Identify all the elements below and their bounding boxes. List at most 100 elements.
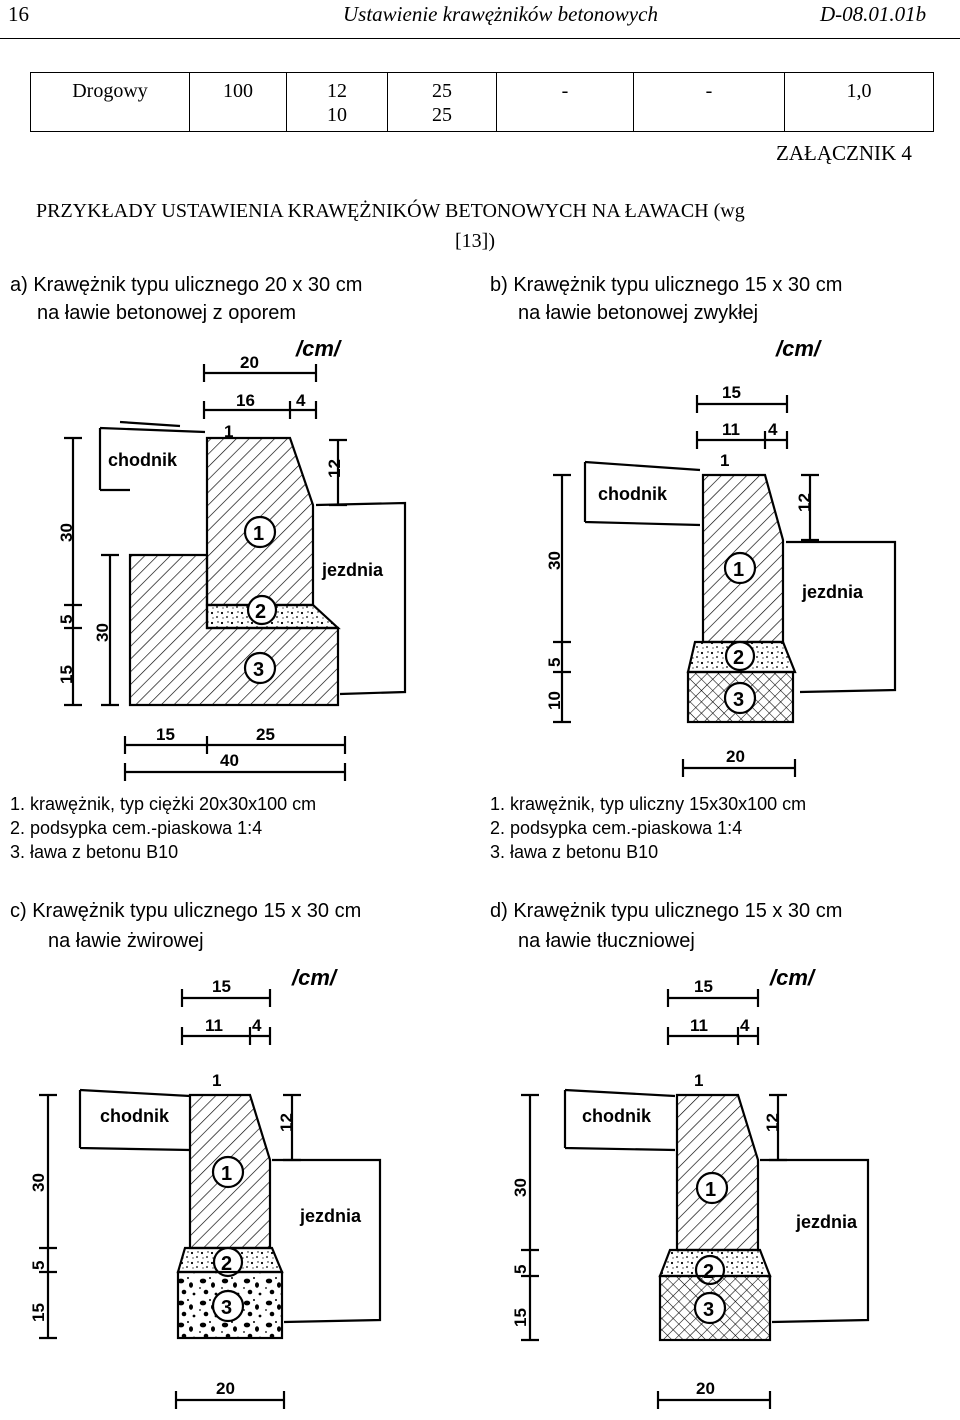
legend-b: 1. krawężnik, typ uliczny 15x30x100 cm 2… [490,792,806,864]
legend-item: 2. podsypka cem.-piaskowa 1:4 [10,818,263,838]
legend-item: 3. ława z betonu B10 [10,842,179,862]
table-cell: - [496,72,634,132]
layer-number: 3 [253,659,264,681]
dim-label: 1 [720,451,729,470]
dim-label: 15 [722,383,741,402]
dim-label: 1 [212,1071,221,1090]
dim-label: 4 [768,420,778,439]
dim-label: 30 [545,551,564,570]
drawing-b: /cm/ 15 11 4 1 chodnik 1 2 3 jezdnia 30 … [545,336,897,777]
unit-label: /cm/ [775,336,823,361]
sidewalk-label: chodnik [108,450,178,470]
sidewalk-label: chodnik [582,1106,652,1126]
dim-label: 30 [57,523,76,542]
dim-label: 5 [545,658,564,667]
dim-label: 40 [220,751,239,770]
dim-label: 15 [156,725,175,744]
dim-label: 4 [252,1016,262,1035]
dim-label: 25 [256,725,275,744]
dim-label: 15 [57,665,76,684]
dim-label: 30 [511,1178,530,1197]
dim-label: 5 [511,1265,530,1274]
dim-label: 11 [722,420,740,439]
caption-c-line2: na ławie żwirowej [48,930,204,952]
dim-label: 30 [93,623,112,642]
caption-b-line1: b) Krawężnik typu ulicznego 15 x 30 cm [490,274,843,296]
page-header: 16 Ustawienie krawężników betonowych D-0… [0,0,960,40]
drawing-a: /cm/ 20 16 4 1 chodnik 1 2 3 jezdnia 30 … [57,336,407,781]
dim-label: 12 [277,1113,296,1132]
legend-a: 1. krawężnik, typ ciężki 20x30x100 cm 2.… [10,792,316,864]
dim-label: 12 [325,459,344,478]
dim-label: 15 [29,1303,48,1322]
dim-label: 11 [690,1016,708,1035]
dim-label: 10 [545,691,564,710]
header-rule [0,38,960,39]
layer-number: 1 [253,523,264,545]
page-number: 16 [8,2,29,26]
roadway-label: jezdnia [795,1212,858,1232]
layer-number: 1 [733,559,744,581]
roadway-label: jezdnia [321,560,384,580]
layer-number: 3 [221,1297,232,1319]
layer-number: 3 [733,689,744,711]
legend-item: 1. krawężnik, typ ciężki 20x30x100 cm [10,794,317,814]
table-cell: Drogowy [30,72,190,132]
unit-label: /cm/ [291,965,339,990]
dim-label: 4 [740,1016,750,1035]
sidewalk-label: chodnik [100,1106,170,1126]
caption-a-line1: a) Krawężnik typu ulicznego 20 x 30 cm [10,274,363,296]
table-cell: 1,0 [784,72,934,132]
dim-label: 20 [216,1379,235,1398]
dim-label: 1 [694,1071,703,1090]
dim-label: 11 [205,1016,223,1035]
dim-label: 16 [236,391,255,410]
dim-label: 5 [57,615,76,624]
section-heading: PRZYKŁADY USTAWIENIA KRAWĘŻNIKÓW BETONOW… [36,200,745,222]
layer-number: 1 [221,1163,232,1185]
dim-label: 15 [511,1308,530,1327]
dim-label: 20 [240,353,259,372]
roadway-label: jezdnia [299,1206,362,1226]
legend-item: 3. ława z betonu B10 [490,842,659,862]
legend-item: 2. podsypka cem.-piaskowa 1:4 [490,818,743,838]
dim-label: 1 [224,422,233,441]
dim-label: 5 [29,1261,48,1270]
layer-number: 2 [703,1261,714,1283]
caption-d-line2: na ławie tłuczniowej [518,930,695,952]
table-cell: 100 [189,72,287,132]
appendix-label: ZAŁĄCZNIK 4 [776,141,912,165]
layer-number: 2 [255,601,266,623]
dim-label: 12 [795,493,814,512]
caption-c-line1: c) Krawężnik typu ulicznego 15 x 30 cm [10,900,362,922]
layer-number: 2 [733,647,744,669]
legend-item: 1. krawężnik, typ uliczny 15x30x100 cm [490,794,807,814]
dim-label: 4 [296,391,306,410]
dim-label: 15 [694,977,713,996]
document-title: Ustawienie krawężników betonowych [343,2,658,26]
table-cell: - [633,72,785,132]
roadway-label: jezdnia [801,582,864,602]
layer-number: 1 [705,1179,716,1201]
dim-label: 30 [29,1173,48,1192]
unit-label: /cm/ [295,336,343,361]
dim-label: 15 [212,977,231,996]
caption-d-line1: d) Krawężnik typu ulicznego 15 x 30 cm [490,900,843,922]
document-code: D-08.01.01b [820,2,927,26]
drawing-c: /cm/ 15 11 4 1 chodnik 1 2 3 jezdnia 30 … [29,965,382,1409]
dim-label: 20 [726,747,745,766]
section-heading-ref: [13]) [455,230,495,252]
caption-a-line2: na ławie betonowej z oporem [37,302,297,324]
drawing-d: /cm/ 15 11 4 1 chodnik 1 2 3 jezdnia 30 … [511,965,870,1409]
layer-number: 3 [703,1299,714,1321]
dim-label: 20 [696,1379,715,1398]
sidewalk-label: chodnik [598,484,668,504]
layer-number: 2 [221,1253,232,1275]
dim-label: 12 [763,1113,782,1132]
caption-b-line2: na ławie betonowej zwykłej [518,302,759,324]
